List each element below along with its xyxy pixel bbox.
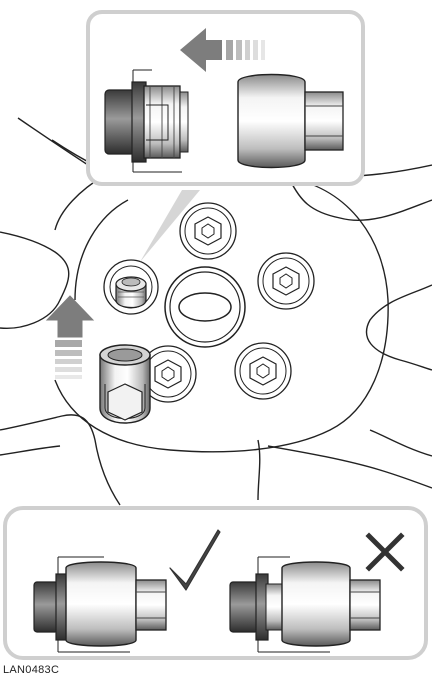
wheel-spoke: [0, 446, 60, 455]
wheel-nut: [235, 343, 291, 399]
wheel-nut: [180, 203, 236, 259]
removal-detail-panel: [88, 12, 363, 184]
wheel-nut: [258, 253, 314, 309]
figure-reference-code: LAN0483C: [3, 664, 59, 676]
wheel-spoke: [268, 446, 432, 488]
locking-nut-adaptor: [100, 345, 150, 423]
wheel-spoke: [290, 180, 432, 220]
wheel-spoke: [367, 285, 432, 370]
locking-wheel-nut: [104, 260, 158, 314]
fitting-check-panel: [5, 508, 426, 658]
centre-cap: [165, 267, 245, 347]
wheel-spoke: [370, 430, 432, 456]
wheel-spoke: [0, 415, 120, 505]
